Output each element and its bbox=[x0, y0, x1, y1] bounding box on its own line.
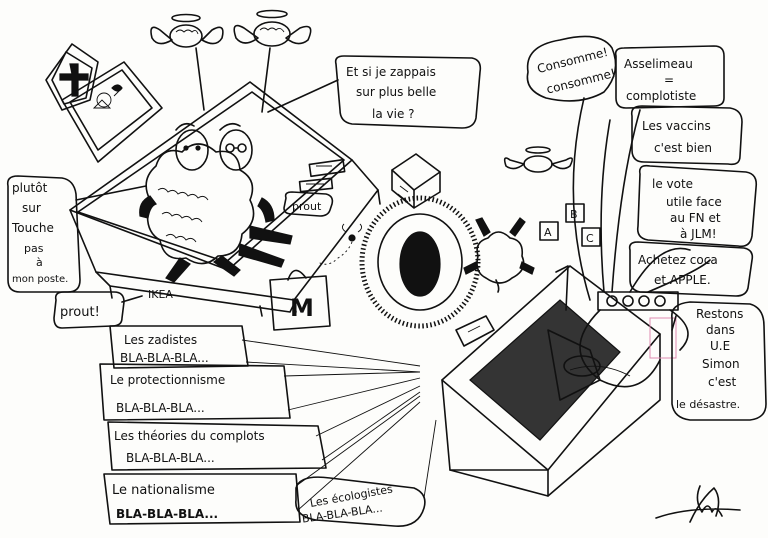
svg-text:complotiste: complotiste bbox=[626, 89, 696, 103]
svg-text:Les vaccins: Les vaccins bbox=[642, 119, 711, 133]
svg-text:mon poste.: mon poste. bbox=[12, 274, 68, 285]
svg-text:Touche: Touche bbox=[11, 221, 54, 235]
svg-text:c'est bien: c'est bien bbox=[654, 141, 712, 155]
phone-on-floor bbox=[455, 315, 495, 347]
svg-text:à: à bbox=[36, 256, 43, 269]
svg-text:à JLM!: à JLM! bbox=[680, 227, 717, 241]
svg-text:le désastre.: le désastre. bbox=[676, 398, 740, 411]
svg-text:c'est: c'est bbox=[708, 375, 737, 389]
svg-text:Restons: Restons bbox=[696, 307, 743, 321]
ikea-label: IKEA bbox=[148, 288, 173, 301]
bubble-vaccins: Les vaccins c'est bien bbox=[630, 105, 743, 166]
bubble-zapper: Et si je zappais sur plus belle la vie ? bbox=[267, 55, 482, 129]
angel-sheep-center bbox=[503, 146, 574, 173]
banner-zadistes: Les zadistes BLA-BLA-BLA... bbox=[109, 325, 421, 373]
floor-hole bbox=[359, 195, 481, 329]
banner-theories: Les théories du complots BLA-BLA-BLA... bbox=[107, 385, 421, 471]
artist-signature bbox=[655, 485, 741, 523]
sofa bbox=[69, 81, 381, 317]
bubble-vote: le vote utile face au FN et à JLM! bbox=[636, 164, 758, 248]
svg-text:Les zadistes: Les zadistes bbox=[124, 333, 197, 347]
svg-text:BLA-BLA-BLA...: BLA-BLA-BLA... bbox=[116, 507, 218, 521]
mcdo-logo: M bbox=[290, 294, 314, 322]
cross-sign bbox=[45, 43, 99, 111]
angel-sheep-left bbox=[150, 13, 224, 111]
svg-text:Le protectionnisme: Le protectionnisme bbox=[110, 373, 225, 387]
bubble-prout-left: prout! bbox=[53, 291, 143, 329]
mcdo-bag: M bbox=[269, 269, 331, 331]
svg-text:sur: sur bbox=[22, 201, 41, 215]
svg-text:BLA-BLA-BLA...: BLA-BLA-BLA... bbox=[116, 401, 205, 415]
bubble-plutot: plutôt sur Touche pas à mon poste. bbox=[6, 175, 147, 293]
svg-text:et APPLE.: et APPLE. bbox=[654, 273, 711, 287]
svg-text:=: = bbox=[664, 73, 674, 87]
bubble-asselimeau: Asselimeau = complotiste bbox=[614, 45, 725, 109]
bubble-coca: Achetez coca et APPLE. bbox=[628, 241, 754, 297]
svg-text:C: C bbox=[586, 232, 594, 245]
svg-text:BLA-BLA-BLA...: BLA-BLA-BLA... bbox=[126, 451, 215, 465]
sheep-couple bbox=[139, 122, 293, 283]
svg-text:Asselimeau: Asselimeau bbox=[624, 57, 693, 71]
remote-items bbox=[298, 158, 346, 193]
bubble-consomme: Consomme! consomme! bbox=[526, 35, 617, 102]
svg-text:utile face: utile face bbox=[666, 195, 722, 209]
svg-text:A: A bbox=[544, 226, 552, 239]
svg-text:pas: pas bbox=[24, 242, 44, 255]
svg-text:prout: prout bbox=[292, 200, 322, 213]
svg-text:BLA-BLA-BLA...: BLA-BLA-BLA... bbox=[120, 351, 209, 365]
abc-blocks: A B C bbox=[539, 203, 601, 247]
svg-text:le vote: le vote bbox=[652, 177, 693, 191]
svg-text:au FN et: au FN et bbox=[670, 211, 721, 225]
svg-text:la vie ?: la vie ? bbox=[372, 107, 415, 121]
svg-text:U.E: U.E bbox=[710, 339, 730, 353]
svg-text:Et si je zappais: Et si je zappais bbox=[346, 65, 436, 79]
svg-text:Les théories du complots: Les théories du complots bbox=[114, 429, 265, 443]
fly bbox=[317, 223, 363, 265]
falling-sheep bbox=[463, 217, 535, 293]
banner-nationalisme: Le nationalisme BLA-BLA-BLA... bbox=[103, 395, 421, 525]
svg-text:dans: dans bbox=[706, 323, 735, 337]
bubble-restons: Restons dans U.E Simon c'est le désastre… bbox=[671, 301, 767, 421]
svg-text:Le nationalisme: Le nationalisme bbox=[112, 483, 215, 498]
svg-text:Achetez coca: Achetez coca bbox=[638, 253, 718, 267]
svg-text:Simon: Simon bbox=[702, 357, 740, 371]
media-console bbox=[441, 265, 661, 497]
svg-text:prout!: prout! bbox=[60, 305, 100, 320]
svg-text:plutôt: plutôt bbox=[12, 181, 48, 195]
banner-ecologistes: Les écologistes BLA-BLA-BLA... bbox=[295, 419, 437, 527]
book bbox=[391, 153, 441, 209]
tv-screen bbox=[61, 61, 163, 163]
banner-protectionnisme: Le protectionnisme BLA-BLA-BLA... bbox=[99, 363, 421, 421]
svg-text:sur plus belle: sur plus belle bbox=[356, 85, 436, 99]
bubble-prout-small: prout bbox=[283, 191, 334, 217]
